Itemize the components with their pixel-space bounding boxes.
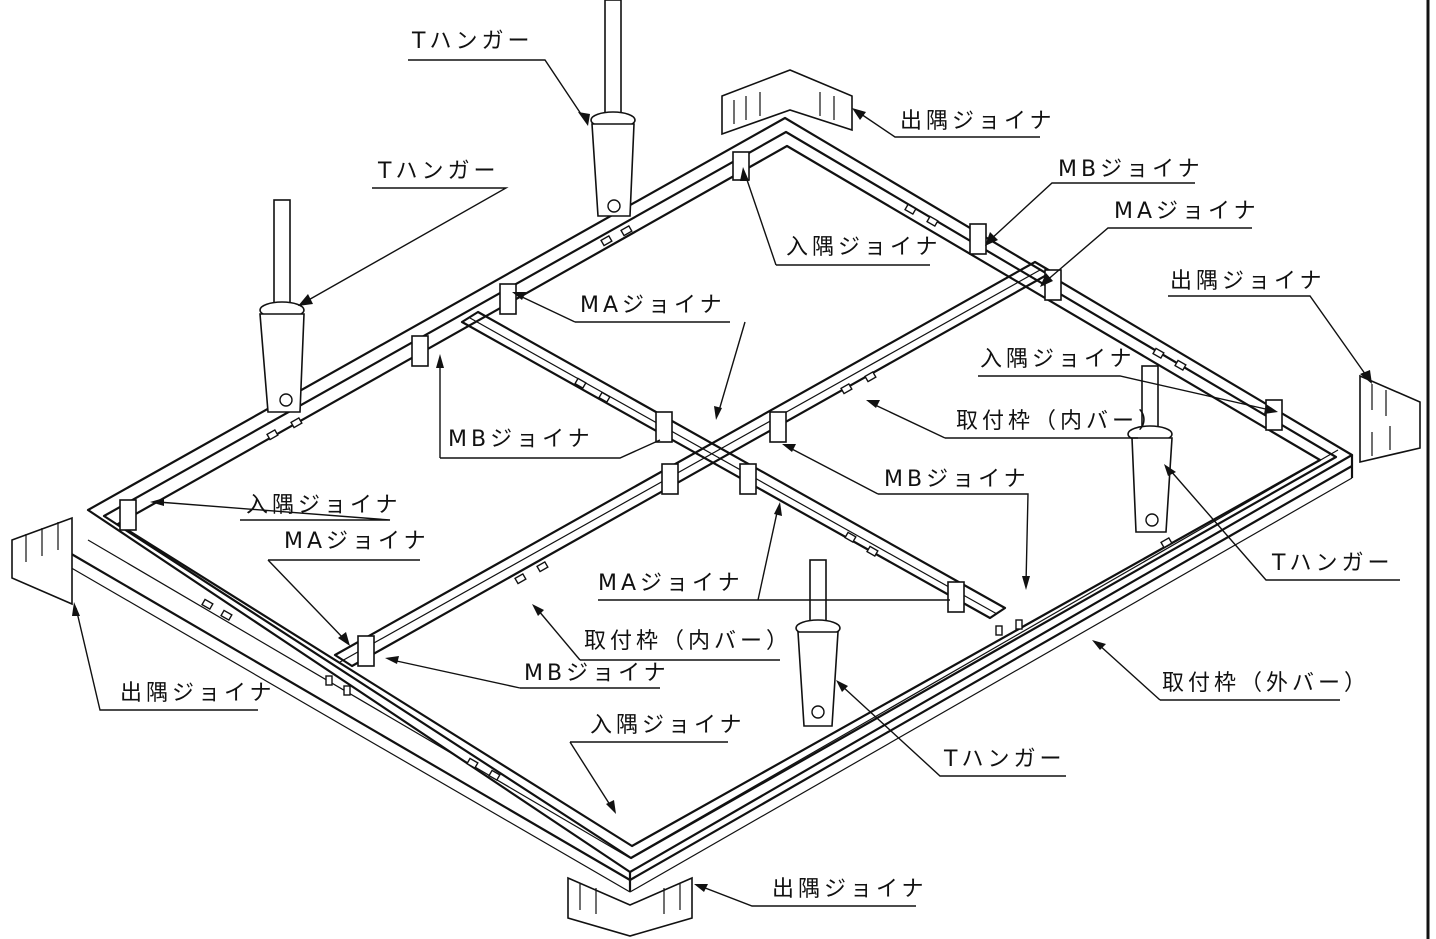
label-mb-joiner-3: MBジョイナ xyxy=(884,467,1030,492)
label-outer-corner-joiner-bottom: 出隅ジョイナ xyxy=(772,877,928,902)
t-hanger-4 xyxy=(795,559,841,727)
label-mb-joiner-1: MBジョイナ xyxy=(1058,157,1204,182)
leader-lines xyxy=(72,59,1400,907)
t-hanger-2 xyxy=(259,199,305,413)
label-t-hanger-3: Tハンガー xyxy=(1271,551,1393,576)
label-inner-corner-joiner-4: 入隅ジョイナ xyxy=(590,713,746,738)
label-mount-frame-inner-1: 取付枠（内バー） xyxy=(956,409,1164,434)
label-t-hanger-4: Tハンガー xyxy=(943,747,1065,772)
label-inner-corner-joiner-2: 入隅ジョイナ xyxy=(980,347,1136,372)
label-mount-frame-outer: 取付枠（外バー） xyxy=(1162,671,1370,696)
labels: Tハンガー Tハンガー 出隅ジョイナ MBジョイナ MAジョイナ 入隅ジョイナ … xyxy=(120,29,1393,902)
label-inner-corner-joiner-3: 入隅ジョイナ xyxy=(246,493,402,518)
t-hanger-1 xyxy=(590,0,636,217)
outer-corner-joiner-bottom xyxy=(567,876,693,937)
label-mount-frame-inner-2: 取付枠（内バー） xyxy=(584,629,792,654)
label-ma-joiner-4: MAジョイナ xyxy=(598,571,744,596)
label-outer-corner-joiner-left: 出隅ジョイナ xyxy=(120,681,276,706)
label-outer-corner-joiner-top: 出隅ジョイナ xyxy=(900,109,1056,134)
label-outer-corner-joiner-right: 出隅ジョイナ xyxy=(1170,269,1326,294)
label-mb-joiner-4: MBジョイナ xyxy=(524,661,670,686)
outer-corner-joiner-top xyxy=(721,69,853,136)
outer-frame xyxy=(66,116,1354,893)
label-t-hanger-1: Tハンガー xyxy=(411,29,533,54)
label-mb-joiner-2: MBジョイナ xyxy=(448,427,594,452)
t-hanger-3 xyxy=(1127,365,1173,533)
label-inner-corner-joiner-1: 入隅ジョイナ xyxy=(786,235,942,260)
label-ma-joiner-2: MAジョイナ xyxy=(580,293,726,318)
label-t-hanger-2: Tハンガー xyxy=(377,159,499,184)
label-ma-joiner-1: MAジョイナ xyxy=(1114,199,1260,224)
outer-corner-joiner-right xyxy=(1359,374,1421,464)
outer-corner-joiner-left xyxy=(11,516,73,606)
joiners xyxy=(11,69,1421,937)
label-ma-joiner-3: MAジョイナ xyxy=(284,529,430,554)
bar-slots xyxy=(201,203,1187,782)
